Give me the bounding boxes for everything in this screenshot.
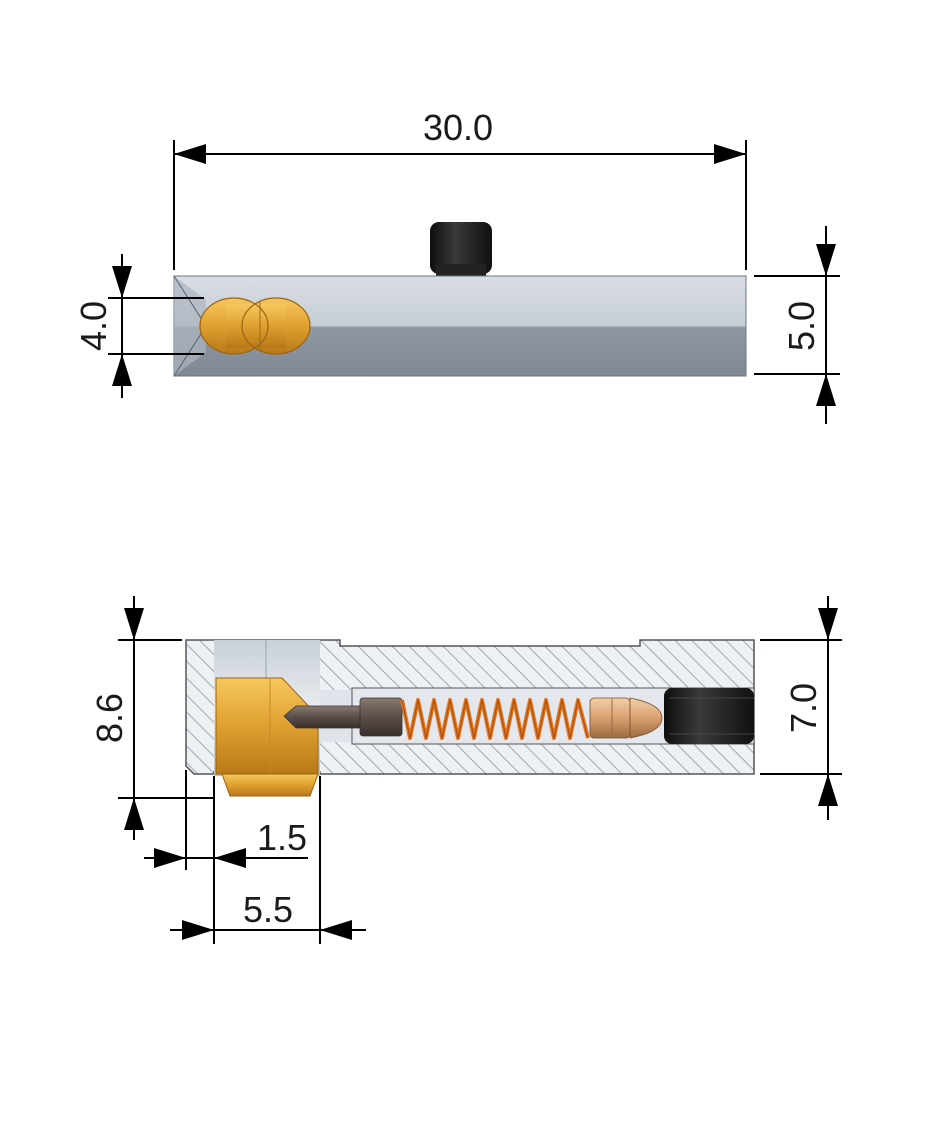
dimension-1-5-label: 1.5	[257, 817, 307, 858]
dimension-30: 30.0	[173, 107, 747, 270]
spring	[400, 698, 590, 740]
dimension-1-5: 1.5	[144, 770, 308, 944]
dimension-5-5-label: 5.5	[243, 889, 293, 930]
dimension-5-5: 5.5	[170, 776, 366, 944]
dimension-5: 5.0	[754, 226, 840, 424]
plunger-pin	[283, 697, 403, 737]
set-screw-section	[664, 688, 754, 744]
dimension-30-label: 30.0	[423, 107, 493, 148]
spring-tip	[589, 697, 663, 739]
top-view: 30.0 4.0 5.0	[73, 107, 840, 424]
brass-insert-section	[215, 677, 319, 797]
brass-insert-top	[199, 297, 311, 355]
dimension-8-6: 8.6	[89, 596, 214, 840]
dimension-8-6-label: 8.6	[89, 693, 130, 743]
dimension-4-label: 4.0	[73, 301, 114, 351]
dimension-4: 4.0	[73, 254, 204, 398]
dimension-7: 7.0	[760, 596, 842, 820]
dimension-5-label: 5.0	[781, 301, 822, 351]
section-view: 8.6 7.0 1.5 5.5	[89, 596, 842, 944]
set-screw-top	[430, 222, 492, 276]
dimension-7-label: 7.0	[783, 683, 824, 733]
